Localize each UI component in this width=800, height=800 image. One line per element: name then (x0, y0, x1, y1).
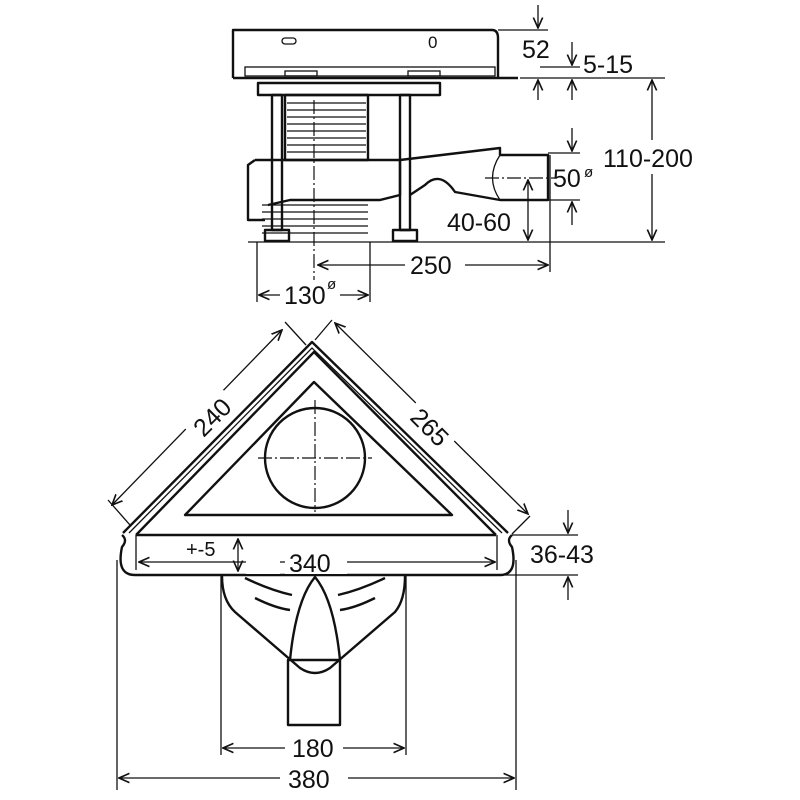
outlet-stem (286, 658, 342, 727)
top-view: 240 265 340 +-5 36-43 180 380 (107, 319, 594, 794)
dim-rim-height: 36-43 (530, 541, 594, 569)
thread-lines (262, 102, 368, 234)
dim-grate-height: 52 (522, 36, 550, 64)
grate-slot (281, 37, 297, 45)
diameter-symbol: ø (584, 164, 593, 181)
dim-outlet-distance: 250 (410, 252, 452, 280)
threaded-cylinder (283, 93, 370, 162)
dim-adjust-range: 5-15 (583, 51, 633, 79)
right-leg (398, 93, 412, 232)
diameter-symbol: ø (327, 276, 336, 293)
dim-total-height: 110-200 (603, 145, 693, 173)
dim-tolerance: +-5 (186, 539, 215, 561)
rim-bar (119, 533, 515, 577)
funnel-ribs (244, 576, 386, 612)
body-plate (256, 81, 442, 97)
lower-body (246, 158, 402, 222)
grate-top (231, 28, 500, 78)
dim-body-diameter: 130 (284, 282, 326, 310)
grate-marker: 0 (428, 33, 437, 52)
grate-frame (244, 66, 496, 77)
funnel (220, 575, 407, 675)
dim-funnel-width: 180 (292, 735, 334, 763)
dim-outlet-diameter: 50 (553, 165, 581, 193)
outlet-pipe (399, 146, 550, 202)
left-leg (270, 93, 284, 232)
dim-inner-width: 340 (289, 550, 331, 578)
side-view: 0 52 5-15 110-200 (231, 5, 693, 310)
dim-outlet-height: 40-60 (447, 209, 511, 237)
dim-total-width: 380 (288, 766, 330, 794)
